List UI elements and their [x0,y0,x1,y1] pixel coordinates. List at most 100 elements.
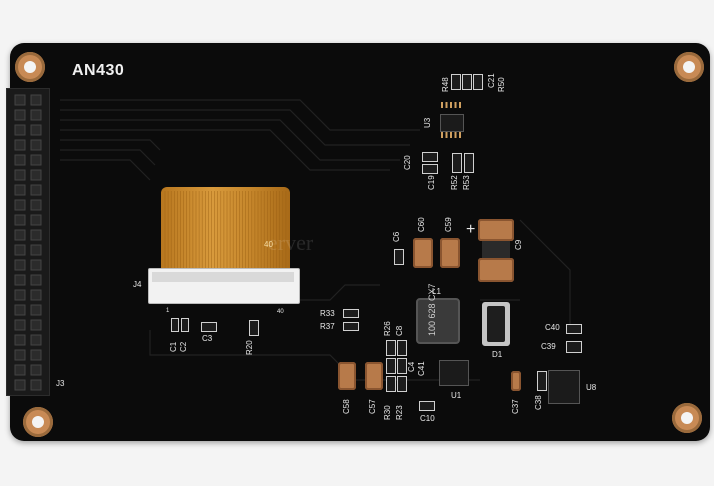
mounting-hole-top-right [674,52,704,82]
header-pin [14,349,26,361]
label-c4: C4 [407,361,416,372]
pcb-board [10,43,710,441]
header-pin [30,259,42,271]
label-u1: U1 [451,391,462,400]
header-pin [14,319,26,331]
label-c10: C10 [420,414,435,423]
header-pin [14,169,26,181]
ic-pin [454,132,457,138]
cap-c57 [365,362,383,390]
header-pin [14,334,26,346]
header-pin [14,259,26,271]
header-pin [30,379,42,391]
header-pin [30,139,42,151]
label-r33: R33 [320,309,335,318]
header-pin [14,139,26,151]
flex-mark-40: 40 [264,240,273,249]
ic-u3 [440,114,464,132]
header-pin [14,229,26,241]
label-c1: C1 [169,341,178,352]
label-r53: R53 [462,175,471,190]
label-r52: R52 [450,175,459,190]
ic-pin [450,102,452,108]
label-c41: C41 [417,361,426,376]
cap-c21 [462,74,472,90]
res-r26 [386,340,396,356]
header-pins [14,94,42,391]
regulator-u8 [548,370,580,404]
header-pin [30,334,42,346]
inductor-l1 [416,298,460,344]
cap-c40 [566,324,582,334]
cap-c3 [201,322,217,332]
res-r50 [473,74,483,90]
header-pin [14,244,26,256]
cap-c4 [386,376,396,392]
header-pin [30,94,42,106]
label-r30: R30 [383,405,392,420]
header-pin [30,184,42,196]
header-pin [14,124,26,136]
label-r26: R26 [383,321,392,336]
label-pin40: 40 [277,309,284,315]
label-c8: C8 [395,325,404,336]
cap-c38 [537,371,547,391]
inductor-marking: 100 628 CX7 [427,283,437,336]
cap-c20 [422,152,438,162]
ic-u1 [439,360,469,386]
watermark: erver [268,230,314,255]
ic-pin [459,132,461,138]
label-c21: C21 [487,73,496,88]
header-pin [30,199,42,211]
cap-c8 [397,340,407,356]
header-pin [14,304,26,316]
cap-c19 [422,164,438,174]
mounting-hole-top-left [15,52,45,82]
header-pin [30,349,42,361]
header-pin [30,244,42,256]
label-c60: C60 [417,217,426,232]
label-u3: U3 [423,117,432,128]
header-pin [30,229,42,241]
label-c19: C19 [427,175,436,190]
label-r20: R20 [245,340,254,355]
cap-c60 [413,238,433,268]
header-pin [30,274,42,286]
label-c6: C6 [392,231,401,242]
header-pin [30,364,42,376]
label-r37: R37 [320,322,335,331]
res-r30 [386,358,396,374]
cap-c58 [338,362,356,390]
pin-header-j3 [6,88,50,396]
ic-u3-pins [441,102,461,138]
label-r50: R50 [497,77,506,92]
label-u8: U8 [586,383,597,392]
header-pin [14,109,26,121]
header-pin [14,199,26,211]
label-pin1: 1 [166,308,170,314]
cap-c9-top [478,219,514,241]
ic-pin [454,102,457,108]
ic-pin [445,102,448,108]
ic-pin [459,102,461,108]
ic-pin [441,102,443,108]
flex-cable [161,187,290,274]
label-c40: C40 [545,323,560,332]
header-pin [14,289,26,301]
cap-c10 [419,401,435,411]
res-r52 [452,153,462,173]
flex-cable-traces [164,191,287,273]
label-c9-plus: + [466,221,476,238]
label-c37: C37 [511,399,520,414]
label-d1: D1 [492,350,503,359]
label-c57: C57 [368,399,377,414]
label-c38: C38 [534,395,543,410]
header-pin [14,154,26,166]
cap-c2 [181,318,189,332]
label-c2: C2 [179,341,188,352]
label-r23: R23 [395,405,404,420]
label-j4: J4 [133,280,142,289]
res-r53 [464,153,474,173]
ic-pin [441,132,443,138]
